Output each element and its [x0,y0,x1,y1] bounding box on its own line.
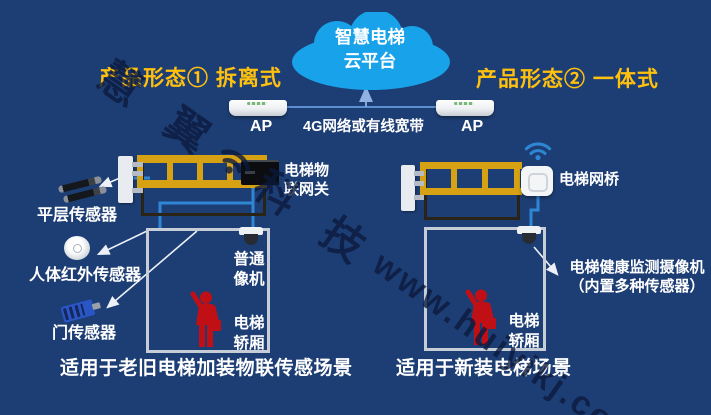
bracket-pin [414,171,424,176]
pir-sensor-label: 人体红外传感器 [29,267,142,284]
left-car-label: 电梯 轿厢 [233,315,265,352]
ap-device-right [436,100,494,116]
left-elevator-car [146,228,270,353]
bridge-label: 电梯网桥 [559,171,620,188]
bracket-pin [132,188,143,193]
right-scenario-caption: 适用于新装电梯场景 [396,358,572,379]
gateway-label: 电梯物 联网关 [284,162,330,199]
left-rail-post [227,155,233,188]
bracket-pin [414,181,424,186]
left-scenario-caption: 适用于老旧电梯加装物联传感场景 [60,358,353,379]
bracket-pin [132,171,143,176]
left-door-bracket [118,156,133,203]
right-rail-post [514,162,520,195]
product-form-2-title: 产品形态② 一体式 [476,68,659,91]
right-rail-post [482,162,488,195]
wifi-signal-icon [524,142,552,161]
arrow-pir-sensor [96,230,148,256]
door-sensor-icon [60,299,96,323]
right-rail-post [451,162,457,195]
bridge-ring [528,173,548,192]
left-rail-post [197,155,203,188]
ordinary-camera-label: 普通 像机 [233,251,265,288]
product-form-1-title: 产品形态① 拆离式 [99,67,282,90]
passenger-icon [465,289,496,345]
health-camera-dome-icon [522,233,536,244]
leveling-sensor-label: 平层传感器 [37,207,118,224]
right-rail-post [420,162,426,195]
ordinary-camera-dome-icon [244,234,258,245]
ordinary-camera-icon [239,227,263,235]
right-rail-top [420,162,522,169]
right-rail-bottom [420,188,522,195]
cloud-platform-label: 智慧电梯 云平台 [335,27,405,71]
ap-label-left: AP [250,118,273,135]
right-car-label: 电梯 轿厢 [508,313,540,350]
backbone-label: 4G网络或有线宽带 [303,119,424,135]
bracket-pin [414,195,424,200]
right-elevator-car [424,227,546,351]
pir-sensor-icon [64,236,90,260]
ap-device-left [229,100,287,116]
bracket-pin [132,162,143,167]
health-camera-label: 电梯健康监测摄像机 （内置多种传感器） [569,259,705,296]
ap-label-right: AP [461,118,484,135]
cloud-icon [292,12,450,90]
left-rail-post [167,155,173,188]
elevator-bridge-device [521,166,553,196]
iot-gateway-device [241,160,279,185]
passenger-icon [190,291,221,347]
door-sensor-label: 门传感器 [52,325,117,342]
right-door-bracket [401,165,415,211]
health-camera-icon [517,226,541,234]
